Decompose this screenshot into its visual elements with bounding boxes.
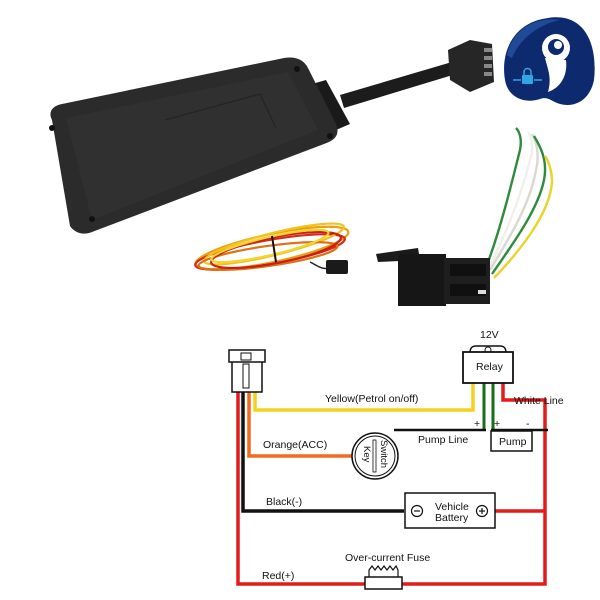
pump-block: Pump + - + xyxy=(474,418,533,452)
black-wire-label: Black(-) xyxy=(266,496,302,508)
switch-key-line2: Key xyxy=(361,446,372,463)
gps-tracker-device xyxy=(49,40,494,234)
relay-label: Relay xyxy=(476,361,504,373)
relay-block: 12V Relay xyxy=(462,329,514,384)
fuse-label: Over-current Fuse xyxy=(345,552,430,564)
pump-minus: - xyxy=(526,418,530,430)
battery-label-line2: Battery xyxy=(435,512,469,524)
switch-key: Switch Key xyxy=(351,432,399,480)
switch-key-line1: Switch xyxy=(378,440,389,468)
red-wire xyxy=(236,380,547,586)
harness-connector xyxy=(326,260,348,274)
relay-voltage-label: 12V xyxy=(480,329,499,341)
vehicle-battery: Vehicle Battery xyxy=(404,492,496,529)
battery-label-line1: Vehicle xyxy=(435,501,469,513)
device-connector xyxy=(448,40,494,92)
white-line-label: White Line xyxy=(514,395,564,407)
over-current-fuse: Over-current Fuse xyxy=(345,552,430,590)
lock-icon xyxy=(513,67,542,84)
device-cable xyxy=(340,62,456,108)
orange-wire xyxy=(247,392,352,458)
relay-body xyxy=(398,254,446,306)
yellow-wire-label: Yellow(Petrol on/off) xyxy=(325,393,418,405)
tracker-connector xyxy=(228,349,266,393)
orange-wire-label: Orange(ACC) xyxy=(263,439,327,451)
relay-socket xyxy=(376,127,554,306)
brand-logo xyxy=(504,17,595,105)
pump-line-label: Pump Line xyxy=(418,434,468,446)
yellow-wire xyxy=(253,383,475,412)
pump-line-plus: + xyxy=(474,418,480,430)
wiring-harness xyxy=(194,222,350,274)
pump-label: Pump xyxy=(499,436,527,448)
logo-highlight xyxy=(507,19,560,58)
pump-plus: + xyxy=(494,418,500,430)
black-wire xyxy=(241,392,404,513)
red-wire-label: Red(+) xyxy=(262,570,294,582)
wiring-diagram: 12V Relay Pump + - + Switch Key Ve xyxy=(228,329,564,590)
